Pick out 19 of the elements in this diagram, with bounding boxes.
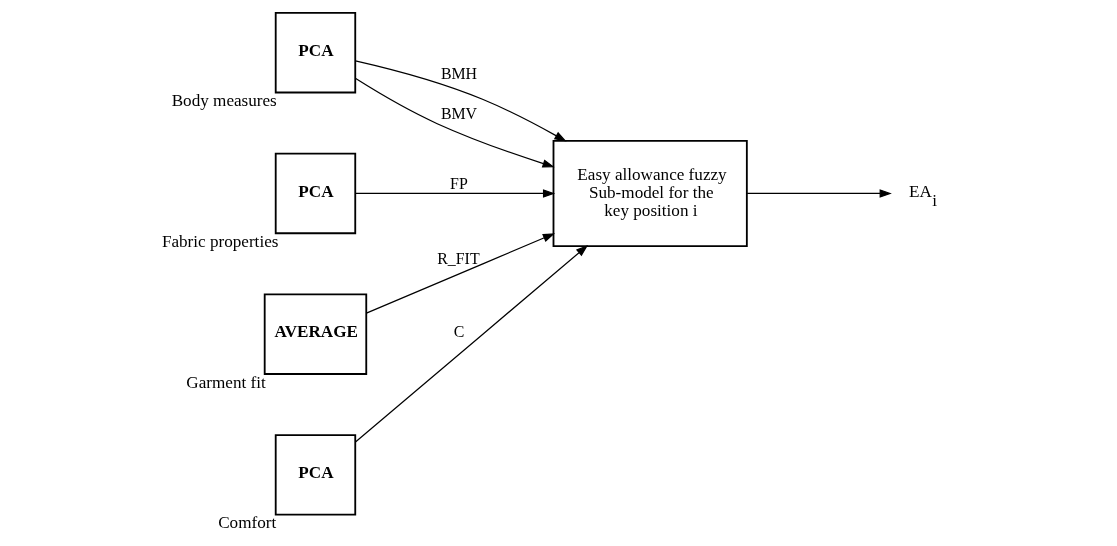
node-box: PCA [274, 152, 356, 235]
node-box: PCA [274, 12, 356, 94]
node-label: Body measures [171, 91, 277, 111]
arrow [746, 189, 892, 198]
arrow [365, 233, 555, 314]
arrow [354, 245, 588, 443]
arrow [354, 78, 555, 168]
edge-label: BMH [440, 64, 477, 82]
edge-label: R_FIT [436, 249, 480, 267]
edge-label: BMV [440, 105, 477, 123]
node-label: Comfort [217, 513, 276, 533]
node-box: Easy allowance fuzzy Sub-model for the key position i [552, 139, 748, 247]
arrow [354, 189, 555, 198]
node-box: PCA [274, 434, 356, 516]
node-label: Garment fit [185, 372, 266, 392]
edge-label: FP [449, 175, 468, 193]
arrow [354, 60, 567, 142]
node-box: AVERAGE [263, 293, 367, 375]
edge-label: C [453, 323, 464, 341]
